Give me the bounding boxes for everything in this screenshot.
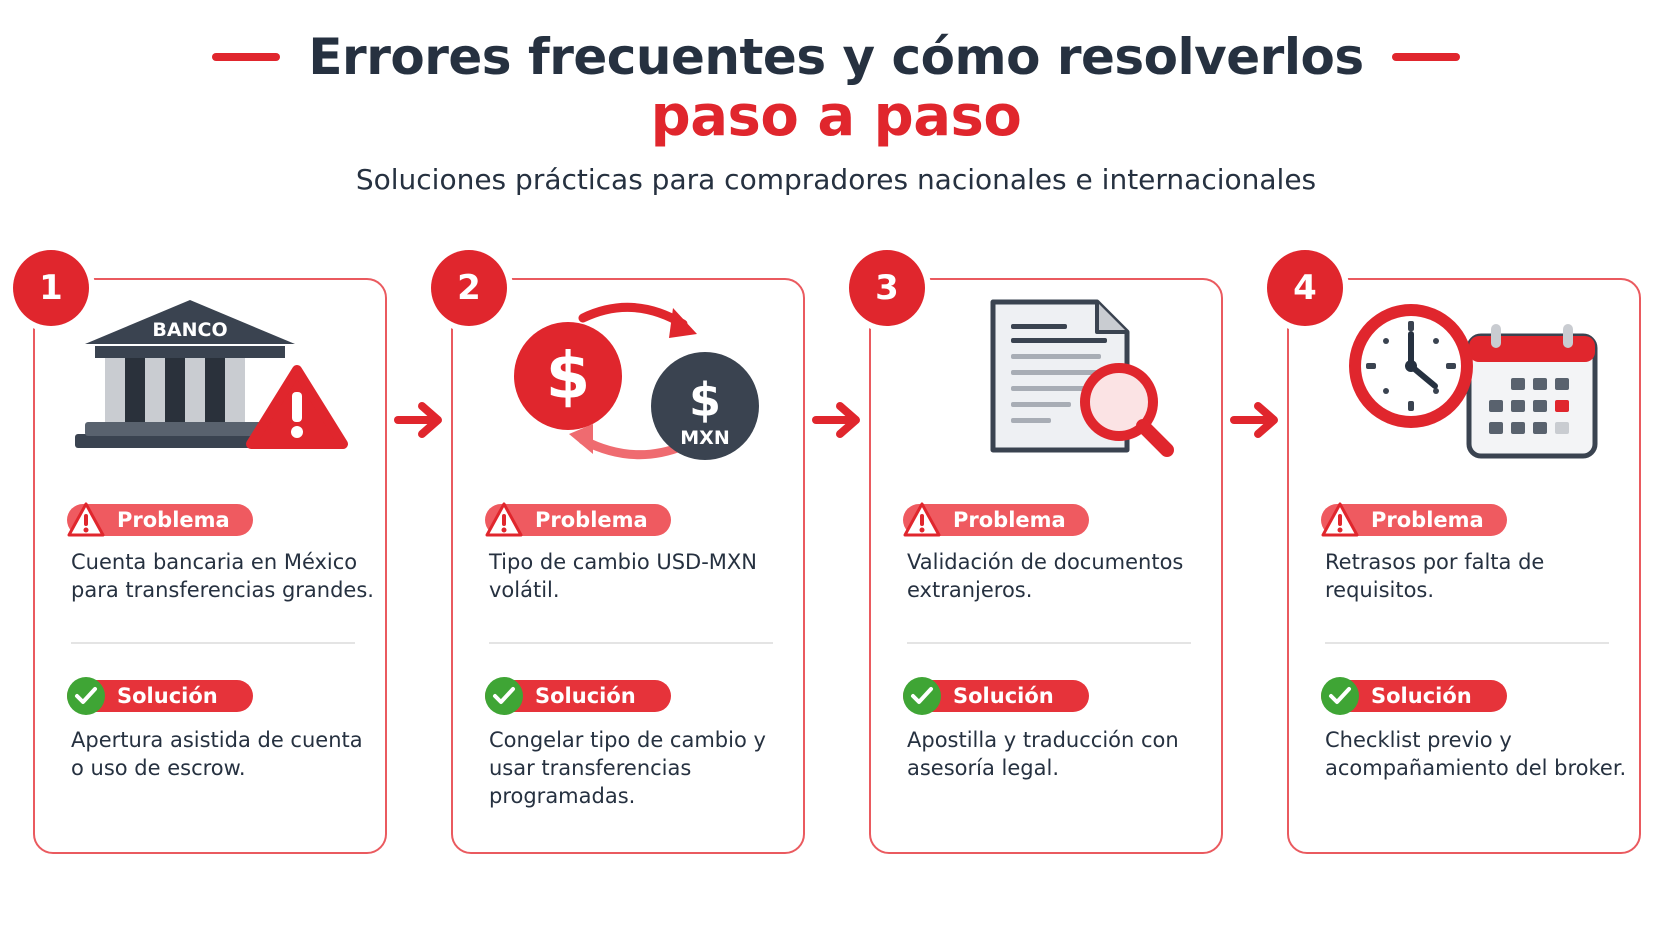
step-card-1: 1 BANCO Problema Cuenta bancaria en Méxi… [13, 250, 387, 854]
solution-label: Solución [485, 677, 671, 715]
solution-label: Solución [1321, 677, 1507, 715]
warning-icon [903, 502, 941, 537]
document-search-icon [990, 299, 1174, 457]
solution-label: Solución [67, 677, 253, 715]
solution-text: Apostilla y traducción con asesoría lega… [907, 728, 1179, 780]
arrow-right-icon [812, 402, 860, 438]
page-subtitle: Soluciones prácticas para compradores na… [355, 163, 1317, 196]
check-icon [67, 677, 105, 715]
divider [1325, 642, 1609, 644]
arrow-right-icon [394, 402, 442, 438]
title-dash-left [212, 53, 281, 61]
page-title-highlight: paso a paso [650, 84, 1022, 149]
check-icon [903, 677, 941, 715]
check-icon [1321, 677, 1359, 715]
svg-text:$: $ [546, 340, 591, 414]
bank-label: BANCO [152, 319, 227, 341]
divider [71, 642, 355, 644]
step-card-2: 2 $ $ MXN Problema Tipo de cambio USD-MX… [431, 250, 805, 854]
step-number-badge: 3 [849, 250, 925, 326]
check-icon [485, 677, 523, 715]
warning-icon [1321, 502, 1359, 537]
problem-label: Problema [485, 502, 671, 537]
step-card-3: 3 Problema Validación de documentos extr… [849, 250, 1223, 854]
divider [907, 642, 1191, 644]
problem-text: Retrasos por falta de requisitos. [1325, 550, 1545, 602]
mxn-label: MXN [680, 427, 729, 449]
step-number-badge: 4 [1267, 250, 1343, 326]
warning-icon [67, 502, 105, 537]
problem-label: Problema [67, 502, 253, 537]
clock-calendar-icon [1349, 304, 1598, 459]
solution-text: Congelar tipo de cambio y usar transfere… [489, 728, 766, 808]
problem-label: Problema [903, 502, 1089, 537]
page-title: Errores frecuentes y cómo resolverlos [308, 28, 1364, 86]
step-number-badge: 2 [431, 250, 507, 326]
divider [489, 642, 773, 644]
solution-text: Apertura asistida de cuenta o uso de esc… [71, 728, 363, 780]
arrow-right-icon [1230, 402, 1278, 438]
title-row: Errores frecuentes y cómo resolverlos [0, 28, 1672, 86]
problem-text: Cuenta bancaria en México para transfere… [71, 550, 374, 602]
problem-label: Problema [1321, 502, 1507, 537]
problem-text: Tipo de cambio USD-MXN volátil. [489, 550, 758, 602]
problem-text: Validación de documentos extranjeros. [907, 550, 1184, 602]
warning-icon [485, 502, 523, 537]
step-card-4: 4 Problema Retrasos por falta de r [1267, 250, 1641, 854]
solution-text: Checklist previo y acompañamiento del br… [1325, 728, 1627, 780]
header: Errores frecuentes y cómo resolverlos pa… [0, 28, 1672, 196]
bank-warning-icon: BANCO [75, 300, 348, 449]
step-number-badge: 1 [13, 250, 89, 326]
solution-label: Solución [903, 677, 1089, 715]
currency-exchange-icon: $ $ MXN [514, 302, 759, 460]
title-dash-right [1391, 53, 1460, 61]
svg-text:$: $ [689, 373, 721, 427]
